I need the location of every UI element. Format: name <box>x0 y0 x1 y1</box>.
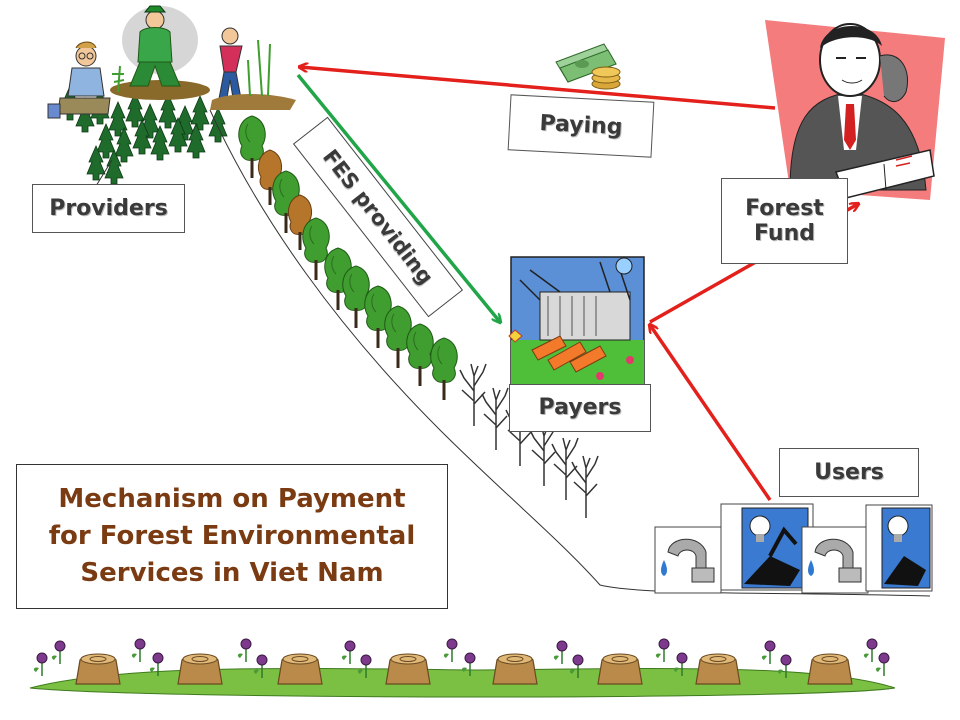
users-to-payers-arrow <box>650 325 772 501</box>
providers-connector <box>95 159 113 187</box>
diagram-title: Mechanism on Payment for Forest Environm… <box>16 464 448 609</box>
faucet-icon <box>654 526 722 594</box>
title-line-2: for Forest Environmental <box>48 521 416 552</box>
title-line-3: Services in Viet Nam <box>80 557 384 588</box>
power-plant-icon <box>508 256 645 386</box>
forest-fund-line2: Fund <box>753 221 815 246</box>
forest-fund-label: Forest Fund <box>721 178 848 264</box>
light-bulb-icon <box>720 503 814 591</box>
forest-slope <box>209 109 931 597</box>
faucet-icon <box>801 526 869 594</box>
light-bulb-icon <box>865 504 933 592</box>
users-label: Users <box>779 448 919 497</box>
ground-border <box>29 638 896 698</box>
tree-planters-icon <box>47 5 296 119</box>
paying-label: Paying <box>507 94 655 158</box>
payers-label: Payers <box>509 384 651 432</box>
fund-officer-icon <box>765 20 945 200</box>
forest-fund-line1: Forest <box>745 195 824 221</box>
paying-arrow <box>300 67 776 110</box>
providers-label: Providers <box>32 184 185 233</box>
fes-providing-arrow <box>296 73 500 322</box>
title-line-1: Mechanism on Payment <box>58 484 406 515</box>
money-stack-icon <box>555 43 621 90</box>
